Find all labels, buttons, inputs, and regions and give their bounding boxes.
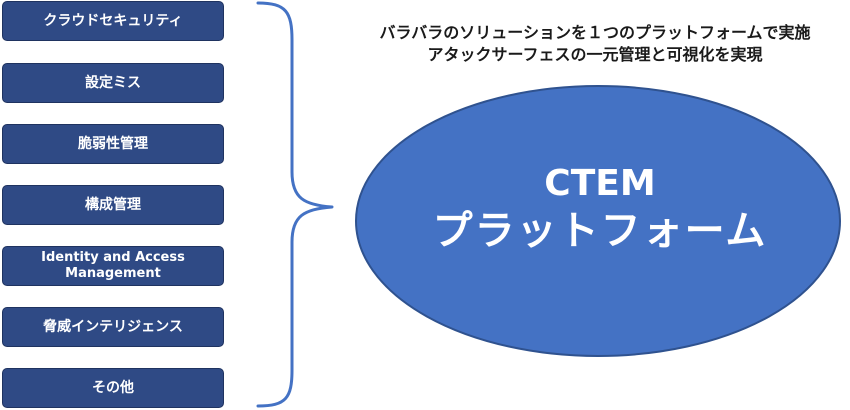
platform-ellipse [355, 85, 841, 357]
item-vulnerability-management: 脆弱性管理 [2, 124, 224, 164]
item-misconfiguration: 設定ミス [2, 63, 224, 103]
caption-line-2: アタックサーフェスの一元管理と可視化を実現 [427, 45, 763, 64]
brace-path [256, 1, 334, 408]
item-identity-access-management: Identity and Access Management [2, 246, 224, 286]
caption-line-1: バラバラのソリューションを１つのプラットフォームで実施 [379, 23, 811, 42]
item-others: その他 [2, 368, 224, 408]
item-threat-intelligence: 脅威インテリジェンス [2, 307, 224, 347]
platform-subtitle: プラットフォーム [432, 208, 768, 254]
platform-title: CTEM [544, 163, 656, 204]
item-configuration-management: 構成管理 [2, 185, 224, 225]
item-cloud-security: クラウドセキュリティ [2, 1, 224, 41]
